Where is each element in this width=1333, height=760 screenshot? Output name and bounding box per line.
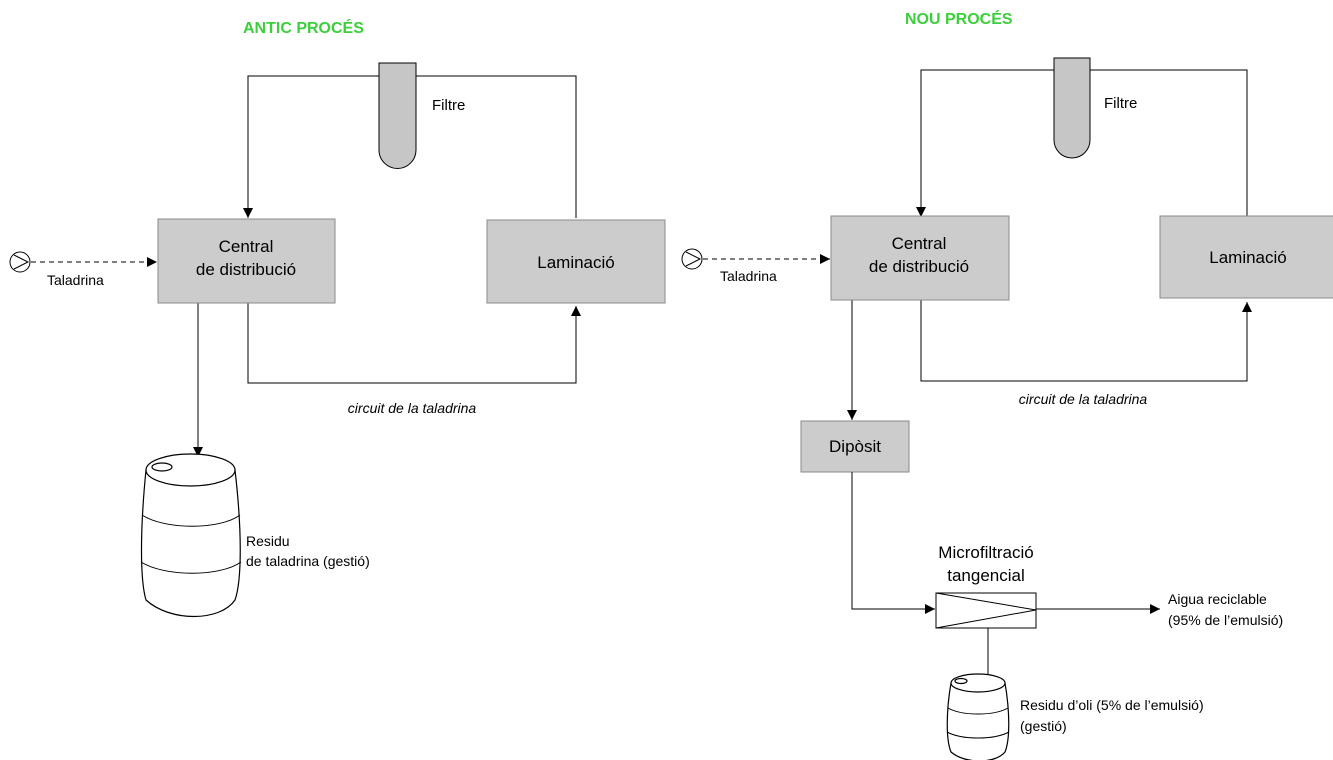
old-process-title: ANTIC PROCÉS (243, 18, 364, 37)
water-label-line2: (95% de l’emulsió) (1168, 612, 1283, 628)
new-central-distribution-box (830, 215, 1010, 301)
central-distribution-box (157, 218, 336, 304)
lamination-label: Laminació (537, 253, 615, 272)
filter-label: Filtre (432, 97, 465, 114)
oil-waste-label-line2: (gestió) (1020, 718, 1067, 734)
new-central-label-line1: Central (892, 234, 947, 253)
oil-waste-label-line1: Residu d’oli (5% de l’emulsió) (1020, 697, 1204, 713)
new-lamination-label: Laminació (1209, 248, 1287, 267)
deposit-to-microfiltration-arrow (851, 472, 935, 614)
new-filter-to-central-arrow (916, 69, 1054, 217)
old-process: ANTIC PROCÉS Filtre Central de distribuc… (9, 18, 666, 617)
waste-label-line2: de taladrina (gestió) (246, 553, 370, 569)
pump-icon (9, 251, 31, 273)
new-lamination-box (1159, 215, 1333, 299)
deposit-box (800, 420, 910, 473)
new-input-label: Taladrina (720, 268, 777, 284)
new-central-to-lamination-arrow (920, 300, 1252, 382)
central-label-line1: Central (219, 237, 274, 256)
new-circuit-label: circuit de la taladrina (1019, 391, 1148, 407)
lamination-box (486, 219, 666, 304)
new-filter-label: Filtre (1104, 95, 1137, 112)
new-return-line-to-filter (1090, 69, 1248, 217)
oil-waste-barrel-icon (946, 673, 1010, 760)
circuit-label: circuit de la taladrina (348, 400, 477, 416)
central-label-line2: de distribució (196, 260, 296, 279)
new-pump-icon (681, 248, 703, 270)
new-process: NOU PROCÉS Filtre Central de distribució… (681, 9, 1333, 760)
deposit-label: Dipòsit (829, 437, 881, 456)
water-label-line1: Aigua reciclable (1168, 591, 1267, 607)
return-line-to-filter (416, 75, 577, 218)
input-label: Taladrina (47, 272, 104, 288)
waste-label-line1: Residu (246, 533, 290, 549)
waste-barrel-icon (140, 453, 242, 617)
microfiltration-label-line2: tangencial (947, 566, 1025, 585)
filter-icon (378, 62, 417, 169)
new-process-title: NOU PROCÉS (905, 9, 1013, 28)
new-central-label-line2: de distribució (869, 257, 969, 276)
microfiltration-label-line1: Microfiltració (938, 543, 1033, 562)
filter-to-central-arrow (243, 75, 379, 218)
microfiltration-unit-icon (935, 592, 1037, 629)
central-to-lamination-arrow (247, 303, 581, 384)
new-filter-icon (1053, 57, 1091, 159)
